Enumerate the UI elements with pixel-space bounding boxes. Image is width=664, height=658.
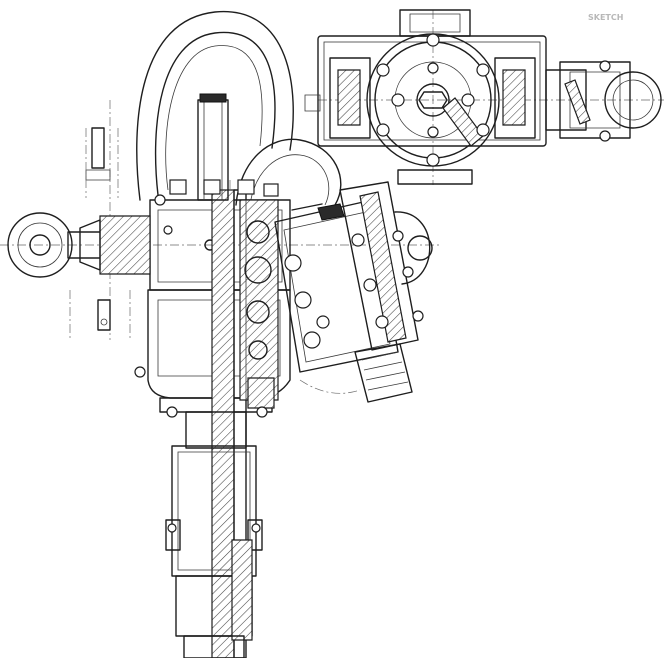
central-shaft <box>211 189 279 658</box>
upper-yoke <box>304 9 547 185</box>
angled-bracket <box>274 181 433 403</box>
lower-body <box>165 406 268 658</box>
right-clevis <box>545 60 662 142</box>
corner-label: SKETCH <box>588 13 623 22</box>
center-lines <box>0 10 664 658</box>
bracket-bolts <box>284 230 424 349</box>
yoke-bolts <box>376 33 490 167</box>
lifting-bail <box>136 11 342 206</box>
housing-nuts <box>134 93 279 378</box>
phantom-outlines <box>69 128 361 394</box>
left-link <box>7 127 151 331</box>
